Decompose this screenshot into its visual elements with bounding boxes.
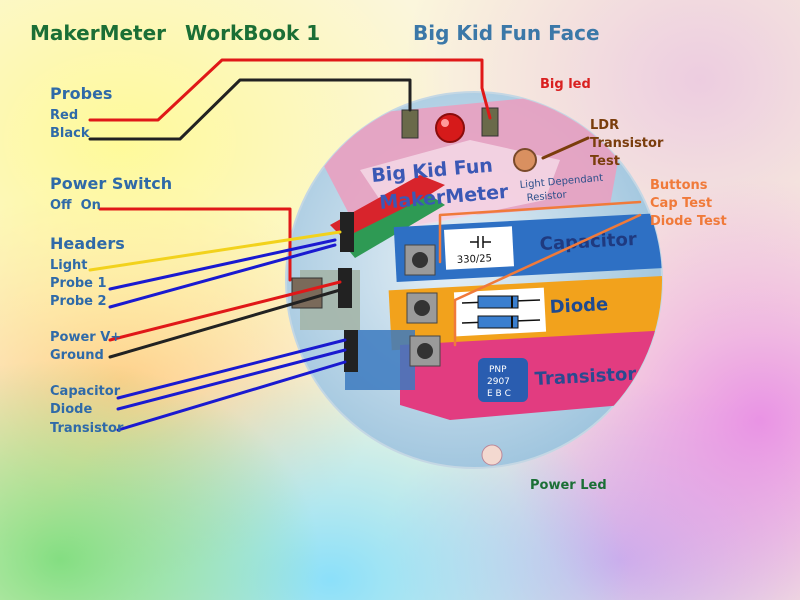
ldr-icon — [513, 148, 537, 172]
wire-light — [88, 230, 342, 272]
wire-probe-red — [88, 58, 492, 122]
wire-ground — [108, 288, 342, 359]
big-led-icon — [435, 113, 465, 143]
buttons-label-1: Buttons — [650, 178, 708, 193]
capacitor-symbol-icon — [470, 236, 491, 248]
page-title: Big Kid Fun Face — [413, 21, 600, 45]
ldr-label-1: LDR — [590, 118, 620, 133]
capacitor-label: Capacitor — [50, 384, 121, 399]
wire-ldr-brown — [541, 136, 590, 160]
board-capacitor: Capacitor — [539, 229, 637, 255]
wire-power-v — [108, 280, 342, 342]
header-middle-icon — [338, 268, 352, 308]
transistor-label: Transistor — [50, 421, 124, 436]
wire-probe1 — [108, 238, 337, 291]
headers-label: Headers — [50, 234, 125, 253]
wire-capacitor — [116, 338, 347, 400]
probe-black-label: Black — [50, 126, 90, 141]
buttons-label-3: Diode Test — [650, 214, 727, 229]
wire-transistor — [116, 360, 347, 432]
board-diode: Diode — [549, 294, 609, 318]
buttons-label-2: Cap Test — [650, 196, 713, 211]
header-top-icon — [340, 212, 354, 252]
wire-probe2 — [108, 243, 337, 309]
big-led-label: Big led — [540, 77, 591, 92]
board: Big Kid Fun MakerMeter Light Dependant R… — [285, 91, 663, 469]
board-ldr-2: Resistor — [526, 189, 568, 204]
light-label: Light — [50, 258, 88, 273]
probe-terminal-left-icon — [401, 109, 419, 139]
probe-red-label: Red — [50, 108, 79, 123]
board-pnp-1: PNP — [489, 365, 507, 375]
wire-probe-black — [88, 78, 412, 141]
transistor-test-button-icon — [409, 335, 441, 367]
probes-label: Probes — [50, 84, 113, 103]
board-pnp-3: E B C — [487, 389, 511, 399]
header-bottom-icon — [344, 330, 358, 372]
wire-diode — [116, 348, 347, 411]
wires — [88, 58, 642, 432]
power-led-icon — [481, 444, 503, 466]
ldr-label-3: Test — [590, 154, 620, 169]
cap-test-button-icon — [404, 244, 436, 276]
probe-terminal-right-icon — [481, 107, 499, 137]
ldr-label-2: Transistor — [590, 136, 664, 151]
diode-symbol-icon — [461, 295, 541, 329]
wire-button-diode — [453, 213, 642, 347]
power-led-label: Power Led — [530, 478, 607, 493]
off-on-label: Off On — [50, 198, 101, 213]
probe2-label: Probe 2 — [50, 294, 107, 309]
board-pnp-2: 2907 — [487, 377, 510, 387]
brand-title: MakerMeter — [30, 21, 167, 45]
ground-label: Ground — [50, 348, 104, 363]
board-cap-value: 330/25 — [457, 253, 493, 266]
diode-label: Diode — [50, 402, 93, 417]
power-switch-label: Power Switch — [50, 174, 173, 193]
diode-test-button-icon — [406, 292, 438, 324]
workbook-title: WorkBook 1 — [185, 21, 321, 45]
wire-button-cap — [438, 200, 642, 264]
probe1-label: Probe 1 — [50, 276, 107, 291]
power-v-label: Power V+ — [50, 330, 122, 345]
